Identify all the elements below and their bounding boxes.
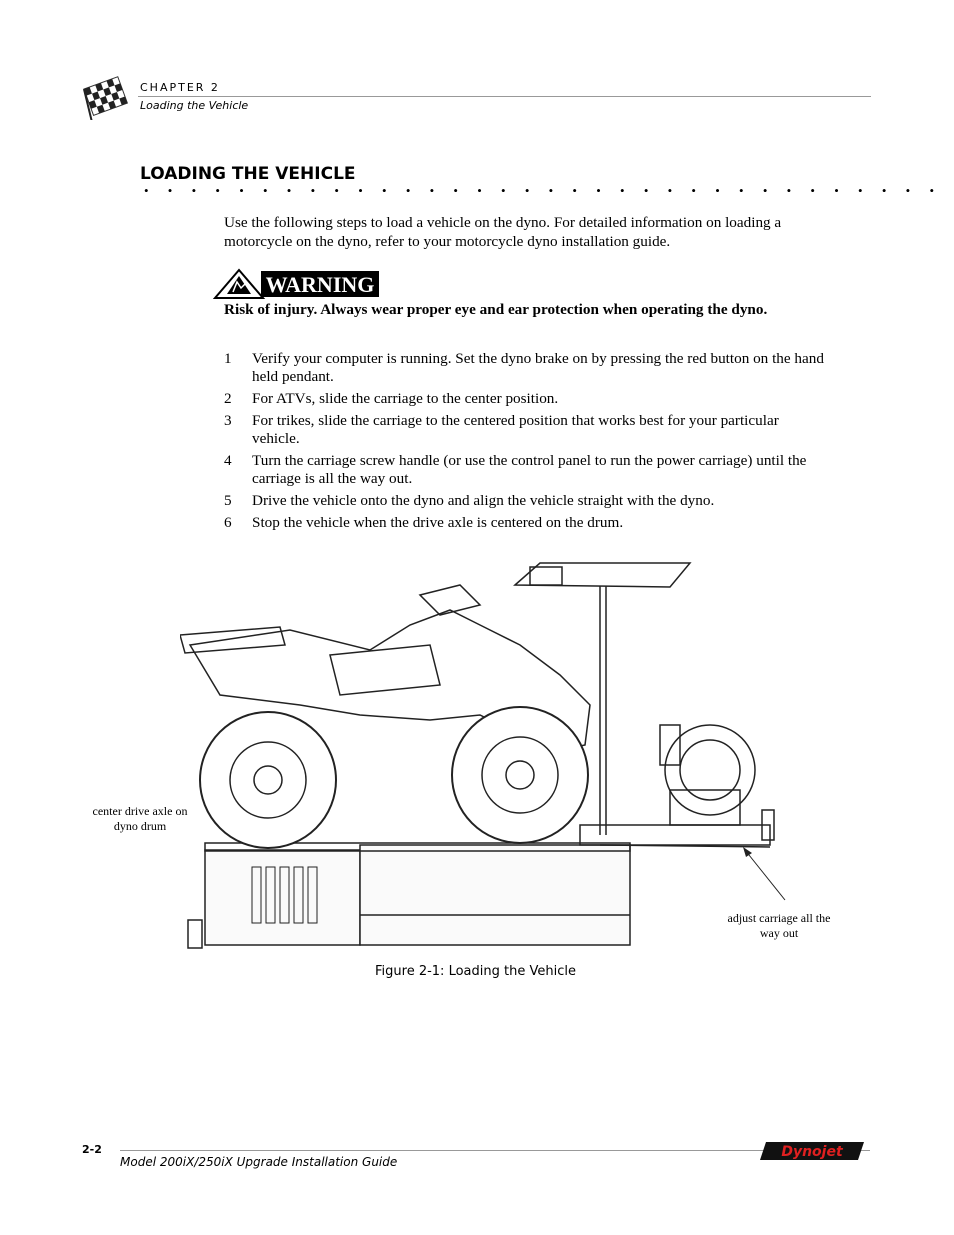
warning-text: Risk of injury. Always wear proper eye a… [224, 301, 768, 318]
figure-caption: Figure 2-1: Loading the Vehicle [375, 964, 576, 979]
step-text: Verify your computer is running. Set the… [252, 350, 824, 385]
rear-wheel [199, 711, 337, 849]
step-number: 3 [224, 412, 232, 429]
step-number: 2 [224, 390, 232, 407]
warning-triangle-icon [213, 268, 266, 299]
atv-dyno-illustration [180, 562, 786, 949]
section-title: LOADING THE VEHICLE [140, 164, 356, 184]
step-text: Drive the vehicle onto the dyno and alig… [252, 492, 715, 509]
warning-badge: WARNING [213, 268, 379, 299]
chapter-subtitle: Loading the Vehicle [140, 99, 249, 112]
callout-center-drive-axle: center drive axle on dyno drum [92, 804, 188, 833]
list-item: 6 Stop the vehicle when the drive axle is… [224, 514, 824, 532]
step-text: Turn the carriage screw handle (or use t… [252, 452, 807, 487]
checkered-flag-icon [82, 76, 129, 120]
list-item: 3 For trikes, slide the carriage to the c… [224, 412, 824, 448]
step-number: 6 [224, 514, 232, 531]
step-text: For trikes, slide the carriage to the ce… [252, 412, 779, 447]
list-item: 1 Verify your computer is running. Set th… [224, 350, 824, 386]
page-number: 2-2 [82, 1143, 102, 1156]
list-item: 2 For ATVs, slide the carriage to the cen… [224, 390, 824, 408]
intro-paragraph: Use the following steps to load a vehicl… [224, 214, 782, 250]
callout-adjust-carriage: adjust carriage all the way out [727, 911, 831, 940]
step-text: Stop the vehicle when the drive axle is … [252, 514, 624, 531]
header-divider [138, 96, 871, 97]
dynojet-logo: Dynojet [760, 1142, 864, 1160]
step-text: For ATVs, slide the carriage to the cent… [252, 390, 559, 407]
chapter-label: CHAPTER 2 [140, 81, 220, 94]
front-wheel [451, 706, 589, 844]
step-number: 1 [224, 350, 232, 367]
list-item: 5 Drive the vehicle onto the dyno and ali… [224, 492, 824, 510]
section-dot-leader: • • • • • • • • • • • • • • • • • • • • … [144, 183, 942, 198]
step-number: 5 [224, 492, 232, 509]
step-list: 1 Verify your computer is running. Set th… [224, 350, 824, 536]
step-number: 4 [224, 452, 232, 469]
footer-doc-title: Model 200iX/250iX Upgrade Installation G… [120, 1155, 398, 1169]
warning-label: WARNING [266, 272, 375, 297]
svg-text:Dynojet: Dynojet [781, 1144, 844, 1160]
footer-divider [120, 1150, 870, 1151]
list-item: 4 Turn the carriage screw handle (or use … [224, 452, 824, 488]
